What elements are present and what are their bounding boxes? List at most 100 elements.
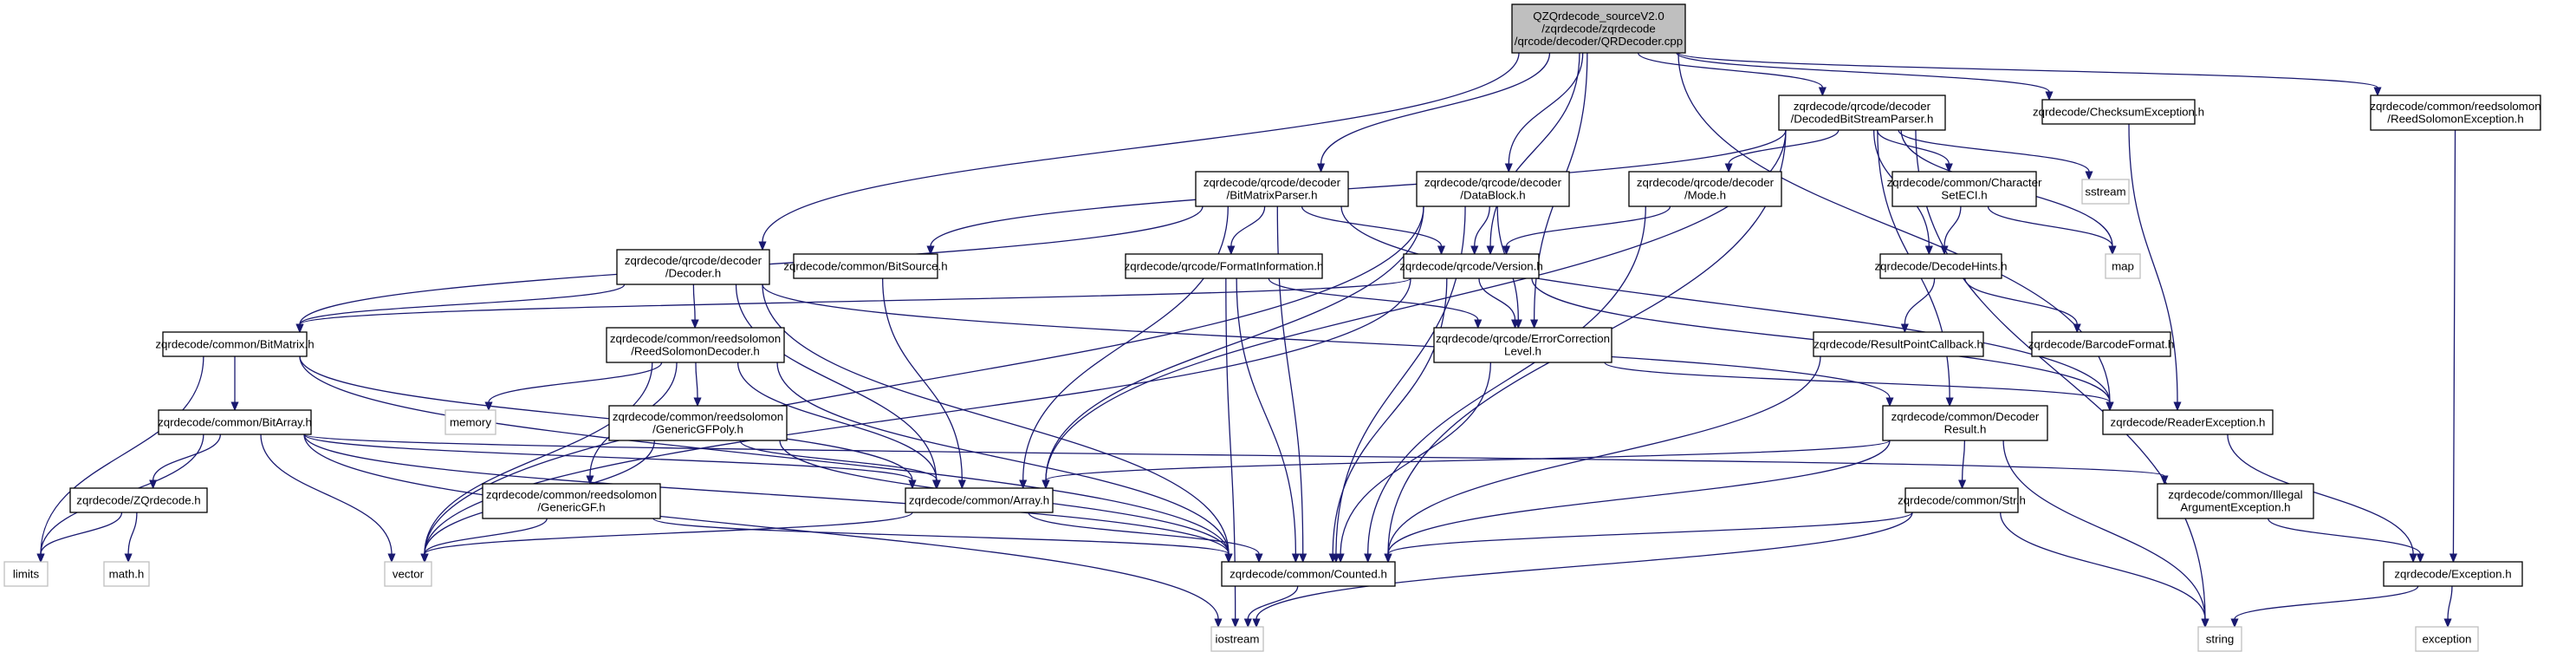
arrowhead — [1470, 245, 1479, 256]
arrowhead — [484, 401, 493, 412]
node-label: /DataBlock.h — [1460, 189, 1525, 202]
node-iostream: iostream — [1210, 626, 1264, 652]
node-root[interactable]: QZQrdecode_sourceV2.0/zqrdecode/zqrdecod… — [1511, 3, 1686, 54]
node-label: zqrdecode/qrcode/decoder — [1637, 176, 1775, 189]
node-label: zqrdecode/qrcode/decoder — [1424, 176, 1562, 189]
edge-line — [736, 362, 938, 481]
node-bitarray-h[interactable]: zqrdecode/common/BitArray.h — [158, 409, 312, 435]
edge-rsdecoder-h-to-gfpoly-h — [693, 362, 702, 408]
arrowhead — [149, 479, 158, 490]
edge-line — [299, 355, 913, 481]
node-label: zqrdecode/ResultPointCallback.h — [1814, 337, 1983, 350]
node-label: vector — [393, 567, 425, 580]
arrowhead — [295, 323, 304, 334]
node-str-h[interactable]: zqrdecode/common/Str.h — [1898, 487, 2026, 513]
arrowhead — [1818, 87, 1827, 97]
edge-root-to-dbsp-h — [1637, 52, 1827, 97]
node-array-h[interactable]: zqrdecode/common/Array.h — [905, 487, 1054, 513]
node-rpcallback-h[interactable]: zqrdecode/ResultPointCallback.h — [1813, 331, 1984, 357]
node-box — [1778, 95, 1946, 131]
node-counted-h[interactable]: zqrdecode/common/Counted.h — [1221, 561, 1396, 587]
node-label: zqrdecode/qrcode/decoder — [1204, 176, 1341, 189]
edge-line — [40, 355, 204, 555]
node-label: zqrdecode/qrcode/decoder — [1794, 100, 1931, 113]
arrowhead — [1504, 163, 1513, 173]
node-label: SetECI.h — [1941, 189, 1987, 202]
node-checksum-h[interactable]: zqrdecode/ChecksumException.h — [2033, 99, 2204, 125]
edge-line — [652, 518, 1230, 555]
edge-line — [1987, 205, 2113, 247]
edge-line — [1268, 277, 1479, 321]
arrowhead — [2230, 618, 2239, 629]
edge-line — [1877, 129, 1950, 165]
node-rsexc-h[interactable]: zqrdecode/common/reedsolomon/ReedSolomon… — [2370, 95, 2541, 131]
edge-root-to-decoder-h — [758, 52, 1520, 251]
node-bmp-h[interactable]: zqrdecode/qrcode/decoder/BitMatrixParser… — [1195, 171, 1349, 207]
node-decoder-h[interactable]: zqrdecode/qrcode/decoder/Decoder.h — [616, 249, 770, 285]
edge-line — [1961, 440, 1966, 481]
node-vector: vector — [384, 561, 432, 587]
edge-line — [1637, 52, 1824, 88]
node-mode-h[interactable]: zqrdecode/qrcode/decoder/Mode.h — [1628, 171, 1782, 207]
node-box — [1210, 626, 1264, 652]
node-bitmatrix-h[interactable]: zqrdecode/common/BitMatrix.h — [155, 331, 315, 357]
node-decodehints-h[interactable]: zqrdecode/DecodeHints.h — [1874, 253, 2008, 279]
edge-line — [260, 434, 393, 555]
arrowhead — [1214, 618, 1223, 629]
node-label: zqrdecode/common/BitSource.h — [783, 259, 947, 272]
node-box — [2370, 95, 2541, 131]
edge-line — [1387, 440, 1891, 555]
node-rsdecoder-h[interactable]: zqrdecode/common/reedsolomon/ReedSolomon… — [606, 327, 785, 363]
arrowhead — [1474, 319, 1483, 329]
edge-line — [1677, 52, 2378, 88]
node-gf-h[interactable]: zqrdecode/common/reedsolomon/GenericGF.h — [482, 483, 661, 519]
edge-zqrdecode-h-to-limits — [36, 512, 123, 564]
node-readerexc-h[interactable]: zqrdecode/ReaderException.h — [2102, 409, 2274, 435]
arrowhead — [1299, 553, 1307, 564]
node-illegalarg-h[interactable]: zqrdecode/common/IllegalArgumentExceptio… — [2157, 483, 2314, 519]
edge-line — [1256, 512, 1913, 620]
node-box — [69, 487, 208, 513]
node-gfpoly-h[interactable]: zqrdecode/common/reedsolomon/GenericGFPo… — [608, 405, 788, 441]
edge-bmp-h-to-version-h — [1301, 205, 1446, 256]
arrowhead — [693, 397, 702, 408]
edge-decodehints-h-to-rpcallback-h — [1900, 277, 1936, 334]
edge-line — [1904, 277, 1936, 325]
node-zqrdecode-h[interactable]: zqrdecode/ZQrdecode.h — [69, 487, 208, 513]
edge-root-to-version-h — [1486, 52, 1580, 256]
node-formatinfo-h[interactable]: zqrdecode/qrcode/FormatInformation.h — [1125, 253, 1324, 279]
node-dbsp-h[interactable]: zqrdecode/qrcode/decoder/DecodedBitStrea… — [1778, 95, 1946, 131]
node-bitsource-h[interactable]: zqrdecode/common/BitSource.h — [783, 253, 948, 279]
edge-root-to-checksum-h — [1676, 52, 2054, 101]
arrowhead — [124, 553, 133, 564]
edge-root-to-bmp-h — [1316, 52, 1551, 173]
edge-line — [1332, 277, 1448, 555]
edge-line — [299, 277, 1411, 325]
node-label: zqrdecode/common/Array.h — [909, 493, 1049, 506]
node-box — [905, 487, 1054, 513]
node-box — [1195, 171, 1349, 207]
arrowhead — [1486, 245, 1495, 256]
edge-str-h-to-counted-h — [1384, 512, 1913, 564]
node-box — [1904, 487, 2019, 513]
edge-line — [1676, 52, 2050, 93]
node-datablock-h[interactable]: zqrdecode/qrcode/decoder/DataBlock.h — [1416, 171, 1570, 207]
edge-rsdecoder-h-to-vector — [420, 362, 653, 564]
node-box — [2383, 561, 2523, 587]
edge-counted-h-to-iostream — [1243, 585, 1299, 629]
edge-mode-h-to-version-h — [1502, 205, 1671, 256]
node-box — [384, 561, 432, 587]
node-label: map — [2112, 259, 2134, 272]
edge-illegalarg-h-to-exception-h — [2268, 518, 2424, 564]
edge-line — [2234, 585, 2419, 620]
node-barcodeformat-h[interactable]: zqrdecode/BarcodeFormat.h — [2028, 331, 2175, 357]
arrowhead — [2106, 401, 2114, 412]
node-label: sstream — [2085, 185, 2125, 198]
node-version-h[interactable]: zqrdecode/qrcode/Version.h — [1399, 253, 1543, 279]
node-exception-h[interactable]: zqrdecode/Exception.h — [2383, 561, 2523, 587]
edge-line — [1387, 355, 1821, 555]
edge-checksum-h-to-readerexc-h — [2128, 123, 2182, 412]
